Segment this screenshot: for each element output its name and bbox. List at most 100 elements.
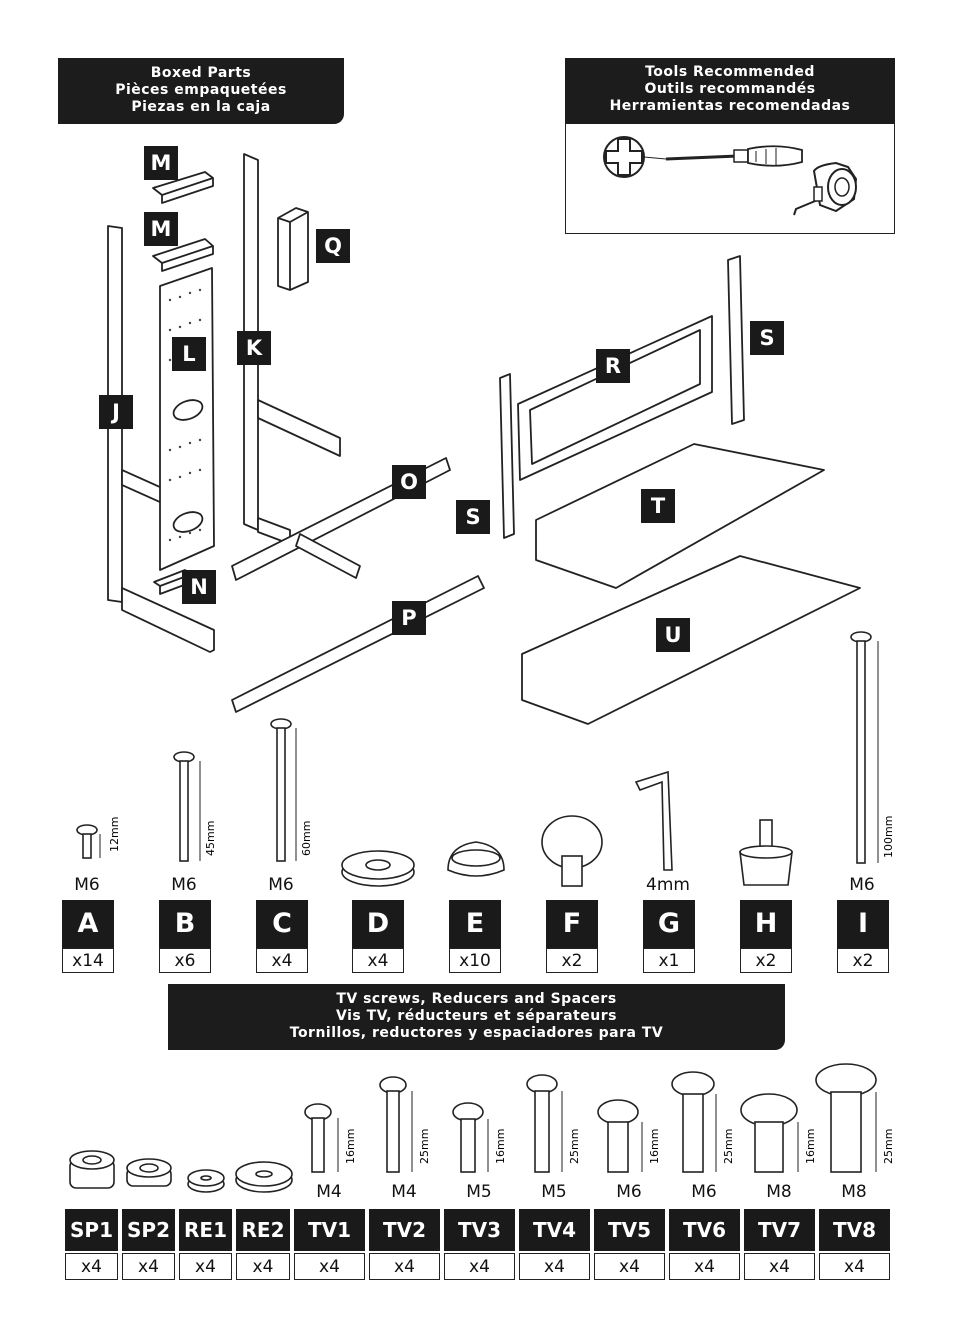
pegboard-holes	[168, 288, 202, 542]
hardware-e-qty: x10	[449, 948, 501, 973]
tv7-size: M8	[766, 1182, 792, 1202]
tv4-qty: x4	[519, 1253, 590, 1280]
tv-hardware-illustrations: 16mm 25mm 16mm 25mm 16mm 25mm 16mm 25mm	[69, 1063, 895, 1193]
allen-key-g-icon	[634, 770, 673, 871]
tape-measure-icon	[793, 161, 858, 216]
tv6-label: TV6	[669, 1209, 740, 1251]
sp2-qty: x4	[122, 1253, 175, 1280]
hardware-i-label: I	[837, 900, 889, 948]
tv-banner-title-es: Tornillos, reductores y espaciadores par…	[289, 1025, 664, 1041]
hardware-h-label: H	[740, 900, 792, 948]
spacer-sp2-icon	[126, 1158, 172, 1187]
hardware-c-label: C	[256, 900, 308, 948]
tv6-size: M6	[691, 1182, 717, 1202]
part-u	[521, 555, 861, 725]
tv-screw-tv7-icon	[740, 1093, 798, 1173]
boxed-parts-banner: Boxed Parts Pièces empaquetées Piezas en…	[58, 58, 344, 124]
hardware-i-qty: x2	[837, 948, 889, 973]
reducer-re2-icon	[235, 1161, 293, 1193]
tv-screw-tv4-icon	[526, 1074, 558, 1173]
screw-c-length: 60mm	[300, 821, 313, 856]
part-s-right	[727, 255, 745, 425]
tv8-qty: x4	[819, 1253, 890, 1280]
tv3-label: TV3	[444, 1209, 515, 1251]
tv8-size: M8	[841, 1182, 867, 1202]
svg-text:16mm: 16mm	[804, 1129, 817, 1164]
sp1-label: SP1	[65, 1209, 118, 1251]
tag-t: T	[641, 489, 675, 523]
hardware-b-label: B	[159, 900, 211, 948]
hardware-illustrations: 12mm 45mm 60mm 100mm	[76, 631, 895, 887]
screw-b-length: 45mm	[204, 821, 217, 856]
tools-title-fr: Outils recommandés	[644, 81, 816, 97]
tv-screw-tv8-icon	[815, 1063, 877, 1173]
tv7-label: TV7	[744, 1209, 815, 1251]
hardware-a-label: A	[62, 900, 114, 948]
tag-j: J	[99, 395, 133, 429]
tag-o: O	[392, 465, 426, 499]
re2-qty: x4	[236, 1253, 290, 1280]
tag-s-right: S	[750, 321, 784, 355]
tv2-size: M4	[391, 1182, 417, 1202]
hardware-c-qty: x4	[256, 948, 308, 973]
tv2-label: TV2	[369, 1209, 440, 1251]
tv-screws-banner: TV screws, Reducers and Spacers Vis TV, …	[168, 984, 785, 1050]
hardware-b-qty: x6	[159, 948, 211, 973]
tv3-size: M5	[466, 1182, 492, 1202]
hardware-f-label: F	[546, 900, 598, 948]
re2-label: RE2	[236, 1209, 290, 1251]
screw-a-icon	[76, 824, 98, 859]
tv6-qty: x4	[669, 1253, 740, 1280]
tag-r: R	[596, 349, 630, 383]
tag-p: P	[392, 601, 426, 635]
tv2-qty: x4	[369, 1253, 440, 1280]
screw-a-length: 12mm	[108, 817, 121, 852]
tv-screw-tv5-icon	[597, 1099, 639, 1173]
tools-banner: Tools Recommended Outils recommandés Her…	[565, 58, 895, 124]
hardware-g-label: G	[643, 900, 695, 948]
re1-label: RE1	[179, 1209, 232, 1251]
tag-m-lower: M	[144, 212, 178, 246]
tv4-size: M5	[541, 1182, 567, 1202]
svg-text:16mm: 16mm	[494, 1129, 507, 1164]
tv4-label: TV4	[519, 1209, 590, 1251]
tag-l: L	[172, 337, 206, 371]
foot-f-icon	[541, 815, 603, 887]
phillips-screw-head-icon	[603, 136, 645, 178]
tv-screw-tv2-icon	[379, 1076, 407, 1173]
part-t	[535, 443, 825, 589]
part-m-upper	[152, 171, 214, 204]
bolt-i-length: 100mm	[882, 816, 895, 858]
svg-text:25mm: 25mm	[722, 1129, 735, 1164]
tools-title-en: Tools Recommended	[645, 64, 815, 80]
boxed-parts-title-en: Boxed Parts	[150, 65, 252, 81]
svg-text:25mm: 25mm	[568, 1129, 581, 1164]
svg-text:16mm: 16mm	[344, 1129, 357, 1164]
hardware-a-size: M6	[74, 875, 100, 895]
bolt-i-icon	[850, 631, 872, 864]
hardware-a-qty: x14	[62, 948, 114, 973]
tag-q: Q	[316, 229, 350, 263]
leveler-h-icon	[739, 819, 793, 886]
screw-c-icon	[270, 718, 292, 862]
svg-text:25mm: 25mm	[418, 1129, 431, 1164]
spacer-sp1-icon	[69, 1150, 115, 1189]
tag-u: U	[656, 618, 690, 652]
boxed-parts-title-fr: Pièces empaquetées	[115, 82, 287, 98]
hardware-f-qty: x2	[546, 948, 598, 973]
svg-text:25mm: 25mm	[882, 1129, 895, 1164]
tools-illustration	[603, 136, 858, 216]
tv-screw-tv1-icon	[304, 1103, 332, 1173]
tools-recommended-box: Tools Recommended Outils recommandés Her…	[565, 58, 895, 234]
washer-d-icon	[341, 850, 415, 887]
re1-qty: x4	[179, 1253, 232, 1280]
boxed-parts-title-es: Piezas en la caja	[131, 99, 271, 115]
sp1-qty: x4	[65, 1253, 118, 1280]
tools-title-es: Herramientas recomendadas	[609, 98, 851, 114]
tv1-size: M4	[316, 1182, 342, 1202]
tv5-size: M6	[616, 1182, 642, 1202]
tv-banner-title-fr: Vis TV, réducteurs et séparateurs	[336, 1008, 617, 1024]
svg-text:16mm: 16mm	[648, 1129, 661, 1164]
hardware-b-size: M6	[171, 875, 197, 895]
